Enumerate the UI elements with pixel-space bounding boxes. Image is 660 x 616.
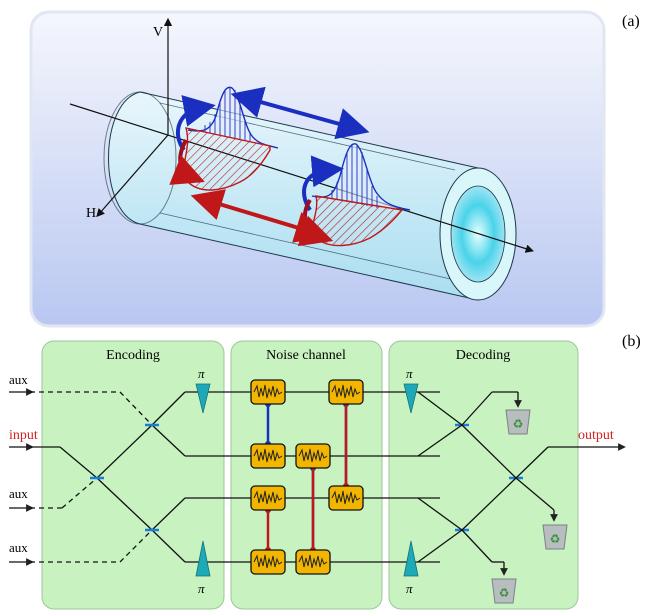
- h-axis-label: H: [86, 206, 96, 221]
- phase-label-bottom-right: π: [406, 581, 413, 596]
- decoding-wiring: [417, 391, 626, 576]
- delay-arrow-blue: [230, 86, 370, 140]
- noise-block: [328, 485, 364, 511]
- rotation-arrow-1-red: [169, 139, 205, 185]
- noise-channel-title: Noise channel: [266, 348, 346, 363]
- phase-label-top-left: π: [198, 366, 205, 381]
- noise-block: [250, 549, 286, 575]
- recycle-icon: ♻: [499, 586, 510, 600]
- encoding-wiring: [9, 388, 440, 566]
- v-axis-label: V: [153, 25, 163, 40]
- aux-top-label: aux: [9, 372, 28, 387]
- aux-bottom-label: aux: [9, 540, 28, 555]
- noise-block: [250, 485, 286, 511]
- recycle-bin-top: ♻: [505, 409, 531, 435]
- noise-block: [250, 443, 286, 469]
- aux-mid-label: aux: [9, 486, 28, 501]
- phase-shifters: [195, 383, 419, 577]
- noise-block: [295, 443, 331, 469]
- axes: V H: [69, 17, 535, 253]
- encoding-title: Encoding: [106, 348, 160, 363]
- panel-b-label: (b): [622, 333, 641, 350]
- phase-label-top-right: π: [406, 366, 413, 381]
- panel-a: V H: [29, 10, 640, 328]
- noise-block: [328, 379, 364, 405]
- decoding-box: [388, 340, 579, 610]
- phase-shifter-bottom-left: [195, 540, 211, 577]
- phase-shifter-top-right: [403, 383, 419, 414]
- recycle-bin-bottom: ♻: [491, 578, 517, 604]
- recycle-icon: ♻: [513, 417, 524, 431]
- noise-block: [250, 379, 286, 405]
- noise-blocks: [250, 379, 364, 575]
- delay-arrow-red: [190, 189, 328, 243]
- output-label: output: [578, 428, 614, 443]
- phase-label-bottom-left: π: [198, 581, 205, 596]
- phase-shifter-bottom-right: [403, 540, 419, 577]
- recycle-icon: ♻: [550, 532, 561, 546]
- h-axis: [96, 134, 169, 218]
- panel-b: (b) Encoding Noise channel Decoding aux …: [9, 333, 641, 610]
- propagation-axis: [69, 103, 535, 253]
- panel-a-label: (a): [622, 13, 640, 30]
- input-label: input: [9, 428, 38, 443]
- phase-shifter-top-left: [195, 383, 211, 414]
- recycle-bin-middle: ♻: [542, 524, 568, 550]
- encoding-box: [41, 340, 225, 610]
- decoding-title: Decoding: [456, 348, 510, 363]
- noise-block: [295, 549, 331, 575]
